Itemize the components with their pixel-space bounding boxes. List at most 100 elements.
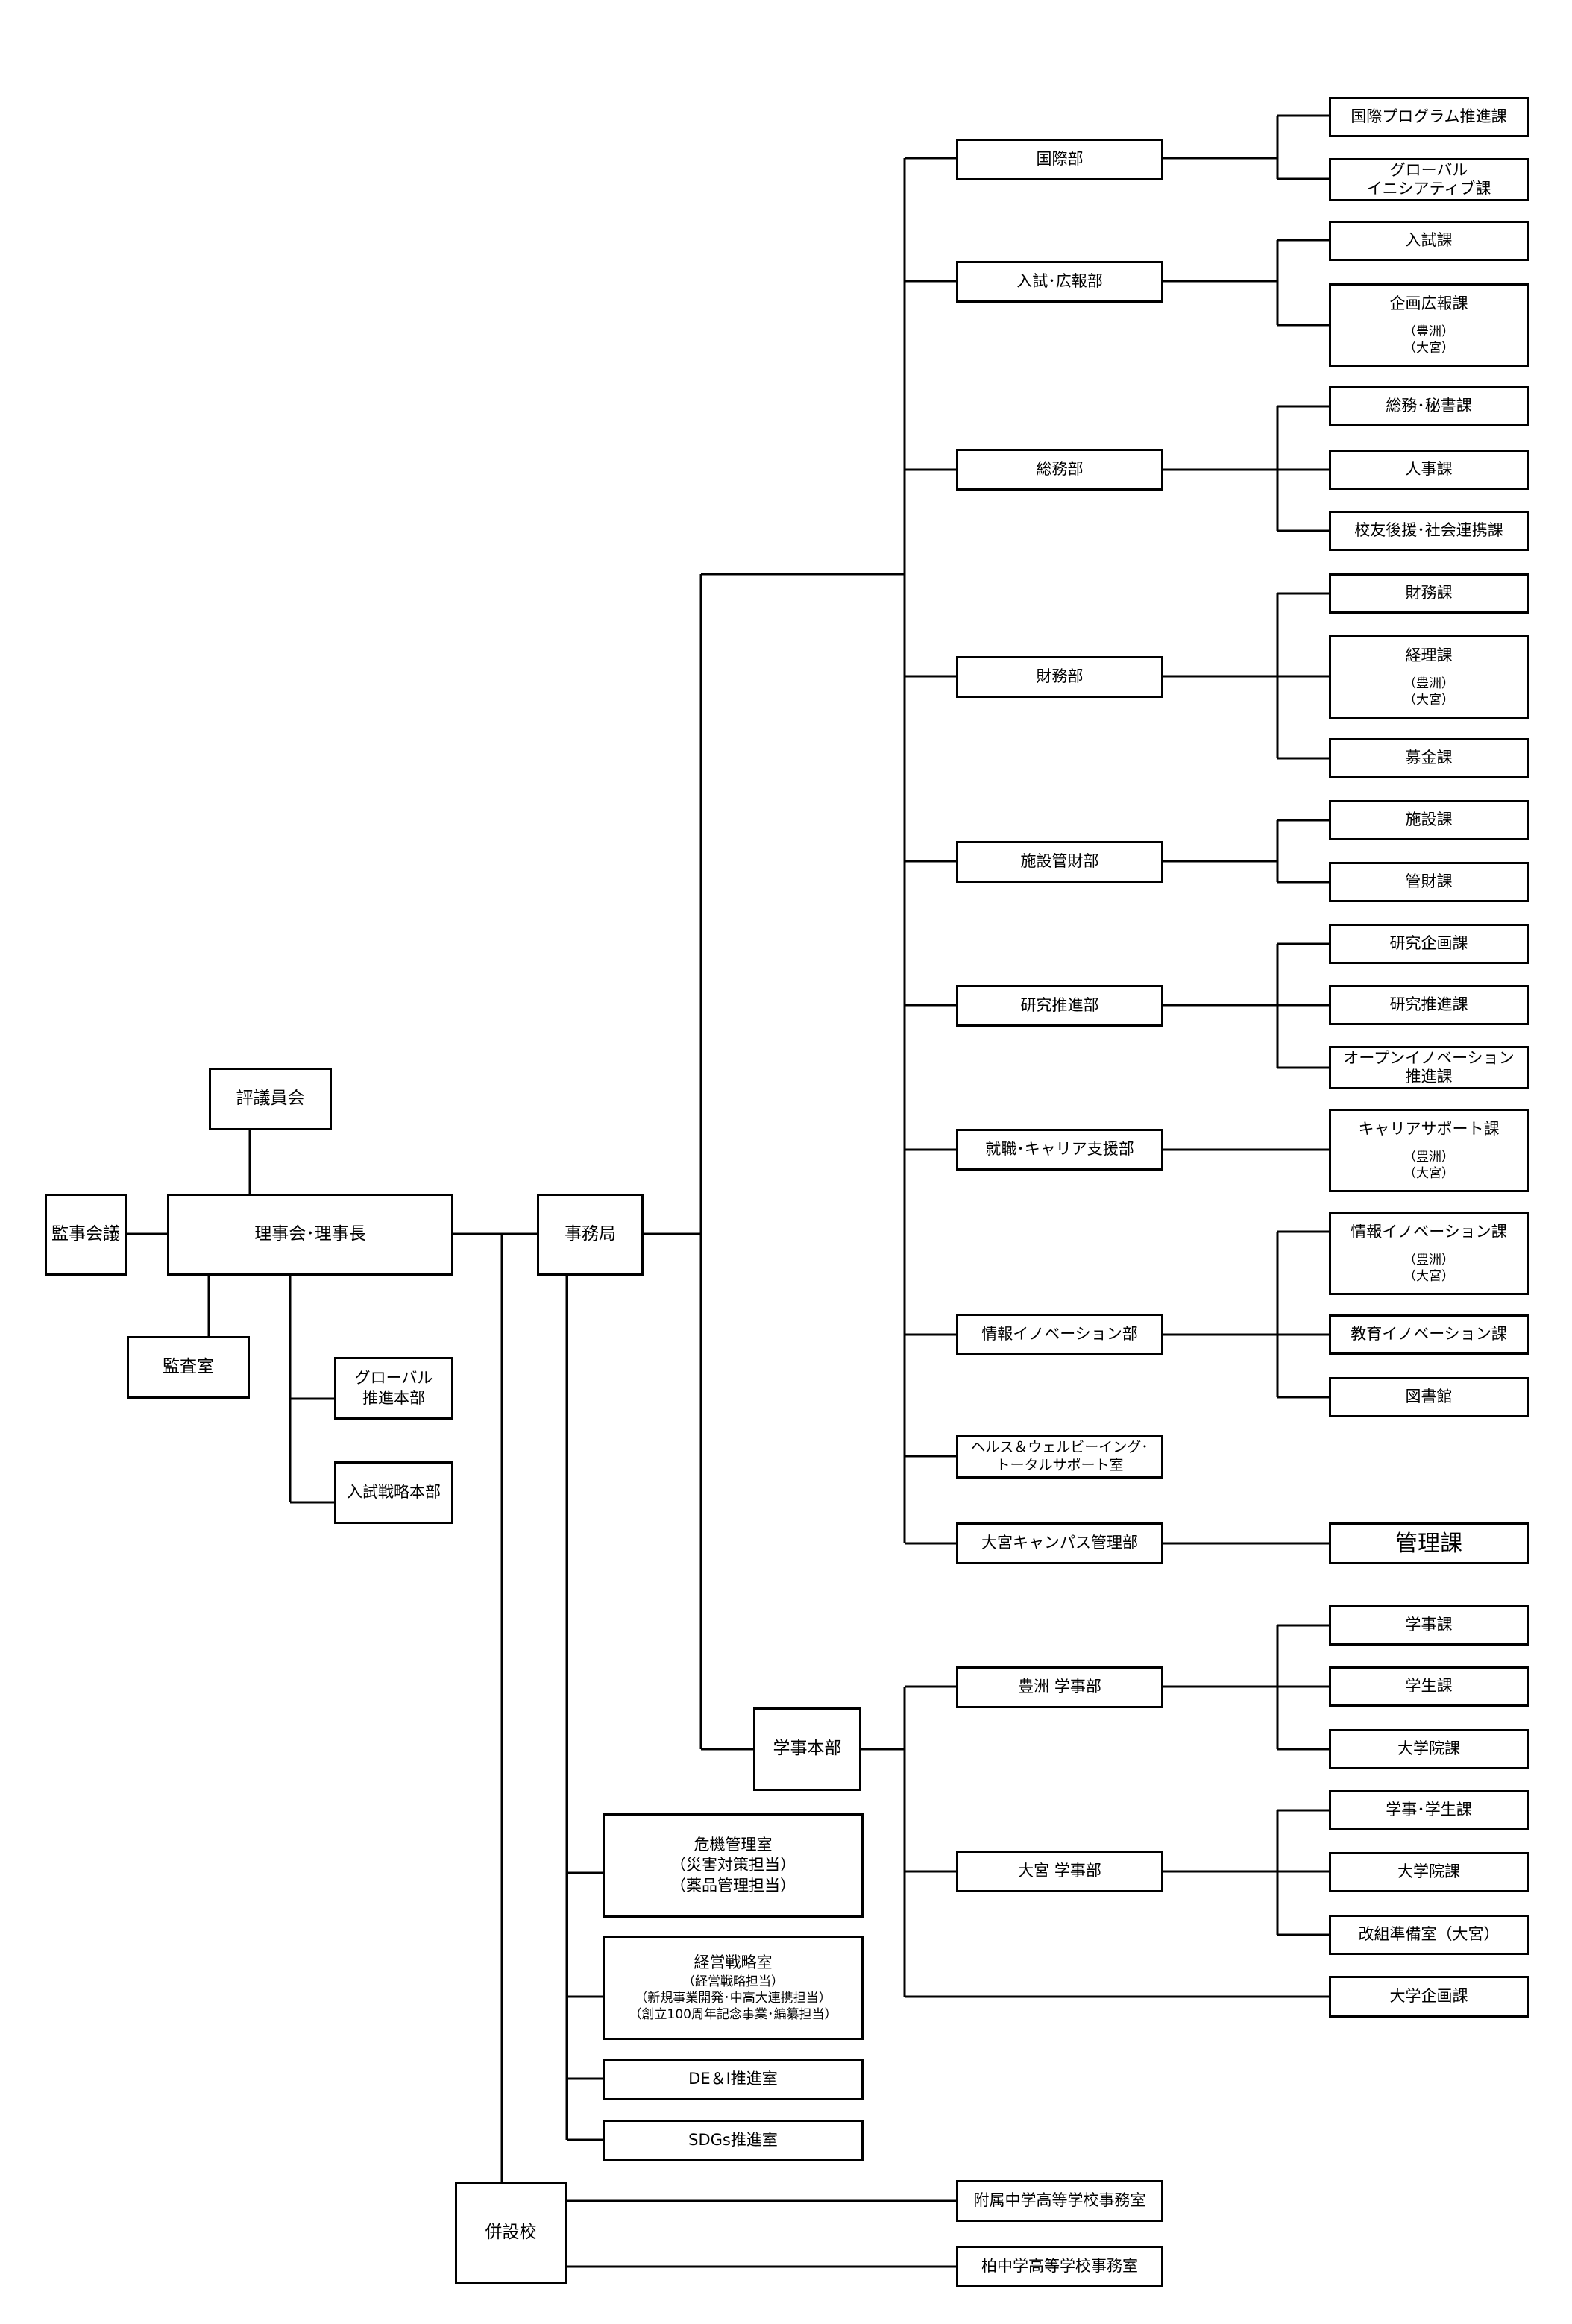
school-junior-high-label: 附属中学高等学校事務室 (973, 2191, 1146, 2210)
crisis-office-sub-2: （薬品管理担当） (670, 1876, 796, 1895)
auditors-meeting-label: 監事会議 (51, 1224, 120, 1244)
dept-finance-label: 財務部 (1036, 667, 1084, 686)
section-career-support-label: キャリアサポート課 (1358, 1120, 1500, 1139)
section-edu-innovation-label: 教育イノベーション課 (1351, 1325, 1507, 1344)
dept-toyosu-academic-label: 豊洲 学事部 (1018, 1678, 1101, 1696)
strategy-office-sub-3: （創立100周年記念事業･編纂担当） (629, 2006, 837, 2022)
section-research-planning-label: 研究企画課 (1389, 934, 1468, 953)
dept-health-support-line-2: トータルサポート室 (996, 1457, 1124, 1473)
section-personnel-label: 人事課 (1405, 460, 1453, 479)
global-hq-line-2: 推進本部 (362, 1389, 425, 1407)
section-alumni-label: 校友後援･社会連携課 (1354, 521, 1503, 540)
academic-hq-box: 学事本部 (753, 1707, 861, 1791)
section-info-innovation-sub-2: （大宮） (1403, 1268, 1454, 1284)
section-grad-school-toyosu-label: 大学院課 (1397, 1739, 1460, 1758)
secretariat-label: 事務局 (565, 1224, 616, 1244)
dept-health-support-box: ヘルス＆ウェルビーイング･ トータルサポート室 (956, 1435, 1163, 1479)
dept-research-box: 研究推進部 (956, 985, 1163, 1027)
section-fundraising-label: 募金課 (1405, 749, 1453, 767)
dept-omiya-campus-label: 大宮キャンパス管理部 (981, 1534, 1138, 1552)
section-finance-label: 財務課 (1405, 584, 1453, 602)
sdgs-office-label: SDGs推進室 (688, 2131, 778, 2150)
dept-info-innovation-box: 情報イノベーション部 (956, 1314, 1163, 1355)
audit-office-box: 監査室 (127, 1336, 250, 1399)
section-accounting-label: 経理課 (1405, 646, 1453, 665)
dept-career-label: 就職･キャリア支援部 (985, 1140, 1134, 1159)
section-student-affairs-label: 学生課 (1405, 1677, 1453, 1695)
dept-international-box: 国際部 (956, 139, 1163, 180)
section-open-innovation-line-1: オープンイノベーション (1343, 1048, 1515, 1067)
dept-omiya-academic-label: 大宮 学事部 (1018, 1862, 1101, 1880)
dept-omiya-academic-box: 大宮 学事部 (956, 1851, 1163, 1892)
section-accounting-sub-1: （豊洲） (1403, 676, 1454, 691)
section-open-innovation-box: オープンイノベーション 推進課 (1329, 1046, 1529, 1089)
academic-hq-label: 学事本部 (773, 1739, 842, 1759)
admissions-strategy-hq-box: 入試戦略本部 (334, 1461, 453, 1524)
council-box: 評議員会 (209, 1068, 332, 1130)
section-planning-pr-sub-2: （大宮） (1403, 340, 1454, 356)
section-admissions-box: 入試課 (1329, 221, 1529, 261)
dept-research-label: 研究推進部 (1020, 996, 1099, 1015)
crisis-office-sub-1: （災害対策担当） (670, 1856, 796, 1874)
school-kashiwa-label: 柏中学高等学校事務室 (981, 2257, 1138, 2276)
section-research-promotion-label: 研究推進課 (1389, 995, 1468, 1014)
school-kashiwa-box: 柏中学高等学校事務室 (956, 2246, 1163, 2287)
dept-info-innovation-label: 情報イノベーション部 (981, 1325, 1138, 1344)
section-academic-affairs-box: 学事課 (1329, 1605, 1529, 1646)
section-grad-school-omiya-box: 大学院課 (1329, 1852, 1529, 1892)
strategy-office-sub-2: （新規事業開発･中高大連携担当） (635, 1990, 831, 2006)
section-info-innovation-sub-1: （豊洲） (1403, 1252, 1454, 1268)
affiliated-schools-box: 併設校 (455, 2182, 567, 2284)
board-label: 理事会･理事長 (254, 1224, 366, 1244)
section-info-innovation-label: 情報イノベーション課 (1351, 1223, 1507, 1241)
section-career-support-sub-1: （豊洲） (1403, 1149, 1454, 1165)
global-hq-box: グローバル 推進本部 (334, 1357, 453, 1420)
sdgs-office-box: SDGs推進室 (603, 2120, 864, 2161)
section-intl-program-box: 国際プログラム推進課 (1329, 97, 1529, 137)
section-management-label: 管理課 (1395, 1530, 1462, 1557)
section-property-label: 管財課 (1405, 872, 1453, 891)
dept-omiya-campus-box: 大宮キャンパス管理部 (956, 1522, 1163, 1564)
section-property-box: 管財課 (1329, 862, 1529, 902)
dept-career-box: 就職･キャリア支援部 (956, 1129, 1163, 1171)
section-general-secretary-label: 総務･秘書課 (1386, 397, 1472, 415)
audit-office-label: 監査室 (163, 1357, 214, 1377)
section-career-support-box: キャリアサポート課 （豊洲） （大宮） (1329, 1109, 1529, 1192)
global-hq-line-1: グローバル (354, 1368, 433, 1387)
section-management-box: 管理課 (1329, 1522, 1529, 1564)
dept-general-affairs-box: 総務部 (956, 449, 1163, 491)
section-academic-student-label: 学事･学生課 (1386, 1801, 1472, 1819)
section-edu-innovation-box: 教育イノベーション課 (1329, 1314, 1529, 1355)
section-reorg-prep-box: 改組準備室（大宮） (1329, 1915, 1529, 1955)
section-global-initiative-box: グローバル イニシアティブ課 (1329, 158, 1529, 201)
section-grad-school-omiya-label: 大学院課 (1397, 1862, 1460, 1881)
strategy-office-sub-1: （経営戦略担当） (682, 1974, 784, 1989)
dept-facilities-label: 施設管財部 (1020, 852, 1099, 871)
section-library-label: 図書館 (1405, 1388, 1453, 1406)
section-research-planning-box: 研究企画課 (1329, 924, 1529, 964)
section-facilities-box: 施設課 (1329, 800, 1529, 840)
section-academic-affairs-label: 学事課 (1405, 1616, 1453, 1634)
dept-admissions-pr-box: 入試･広報部 (956, 261, 1163, 303)
section-univ-planning-label: 大学企画課 (1389, 1987, 1468, 2006)
section-academic-student-box: 学事･学生課 (1329, 1790, 1529, 1830)
section-career-support-sub-2: （大宮） (1403, 1165, 1454, 1181)
section-personnel-box: 人事課 (1329, 450, 1529, 490)
dei-office-label: DE＆I推進室 (688, 2070, 778, 2088)
section-research-promotion-box: 研究推進課 (1329, 985, 1529, 1025)
dept-international-label: 国際部 (1036, 150, 1084, 169)
strategy-office-title: 経営戦略室 (694, 1953, 773, 1972)
council-label: 評議員会 (236, 1089, 305, 1109)
crisis-office-box: 危機管理室 （災害対策担当） （薬品管理担当） (603, 1813, 864, 1918)
strategy-office-box: 経営戦略室 （経営戦略担当） （新規事業開発･中高大連携担当） （創立100周年… (603, 1936, 864, 2040)
section-planning-pr-label: 企画広報課 (1389, 295, 1468, 313)
section-library-box: 図書館 (1329, 1377, 1529, 1417)
section-accounting-sub-2: （大宮） (1403, 692, 1454, 708)
school-junior-high-box: 附属中学高等学校事務室 (956, 2180, 1163, 2222)
auditors-meeting-box: 監事会議 (45, 1194, 127, 1276)
dept-finance-box: 財務部 (956, 656, 1163, 698)
section-alumni-box: 校友後援･社会連携課 (1329, 511, 1529, 551)
section-info-innovation-box: 情報イノベーション課 （豊洲） （大宮） (1329, 1212, 1529, 1295)
